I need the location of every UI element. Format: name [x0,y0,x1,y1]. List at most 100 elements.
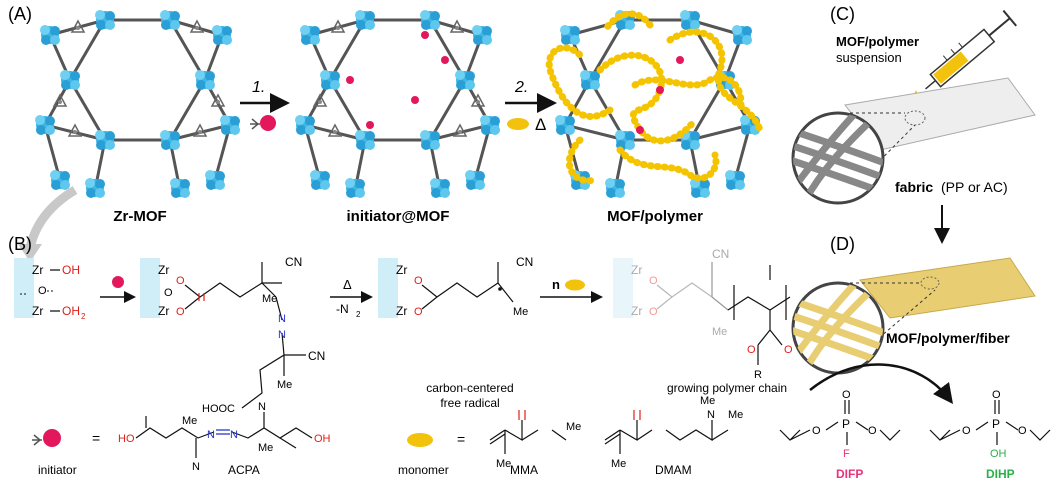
dmam-label: DMAM [655,463,692,477]
caption-initiator-mof: initiator@MOF [347,208,450,225]
hydrolysis-arrow [809,363,954,404]
monomer-small [565,279,585,291]
svg-text:O: O [649,275,658,287]
mof-polymer-structure [545,10,764,198]
svg-text:Zr: Zr [158,304,169,318]
zr-mof-structure [35,10,240,198]
svg-text:Zr: Zr [631,304,642,318]
svg-text:O: O [1018,425,1027,437]
fiber-label: MOF/polymer/fiber [886,330,1010,346]
dihp-label: DIHP [986,467,1015,481]
initiator-legend: = HO Me N N N OH Me N initiator ACPA [32,401,331,477]
radical-structure [378,258,514,318]
svg-text:O: O [962,425,971,437]
svg-text:Me: Me [728,409,743,421]
growing-chain-structure [613,258,729,318]
svg-text:R: R [754,369,762,381]
mma-label: MMA [510,463,538,477]
svg-text:Me: Me [496,458,511,470]
svg-text:P: P [992,417,1000,431]
svg-text:OH: OH [62,304,80,318]
monomer-legend: = Me Me monomer MMA [398,410,581,477]
svg-text:N: N [278,313,286,325]
svg-text:Zr: Zr [32,263,43,277]
svg-text:Me: Me [611,458,626,470]
monomer-icon [507,118,529,130]
panel-label-a: (A) [8,4,32,24]
svg-text:O: O [649,306,658,318]
step-1-label: 1. [252,79,265,96]
svg-text:N: N [278,329,286,341]
svg-text:CN: CN [516,255,533,269]
mof-polymer-suspension-bold: MOF/polymer [836,34,919,49]
svg-text:O: O [38,285,47,297]
initiator-icon [250,115,276,131]
zoom-arrow [25,186,78,250]
growing-chain-labels: Zr Zr O O CN Me n O O R [631,247,798,381]
svg-text:OH: OH [62,263,80,277]
svg-text:O: O [164,287,173,299]
svg-text:CN: CN [285,255,302,269]
dmam-structure: N Me Me Me DMAM [604,395,743,477]
step-2-label: 2. [514,79,528,96]
svg-text:O: O [992,389,1001,401]
difp-structure [779,400,901,445]
acpa-label: ACPA [228,463,260,477]
fiber-sheet [837,257,1036,374]
svg-text:Zr: Zr [396,304,407,318]
svg-text:Zr: Zr [631,263,642,277]
svg-text:F: F [843,448,850,460]
monomer-legend-label: monomer [398,463,449,477]
radical-labels: Zr Zr O O CN Me [396,255,533,318]
svg-text:2: 2 [81,312,86,321]
heat-symbol-b: Δ [343,277,352,292]
svg-text:Me: Me [182,415,197,427]
radical-caption-line1: carbon-centered [426,381,513,395]
svg-text:O: O [812,425,821,437]
caption-zr-mof: Zr-MOF [113,208,166,225]
svg-text:Me: Me [258,442,273,454]
svg-text:HOOC: HOOC [202,403,235,415]
panel-label-c: (C) [830,4,855,24]
svg-text:O: O [747,344,756,356]
svg-text:Me: Me [262,293,277,305]
svg-text:O: O [176,275,185,287]
svg-text:O: O [784,344,793,356]
heat-symbol-a: Δ [535,115,546,134]
svg-text:O: O [176,306,185,318]
svg-text:Me: Me [700,395,715,407]
svg-text:O: O [868,425,877,437]
svg-text:N: N [192,461,200,473]
svg-text:N: N [258,401,266,413]
svg-text:O: O [414,275,423,287]
initiator-small [112,276,124,288]
growing-chain-caption: growing polymer chain [667,381,787,395]
svg-text:N: N [707,409,715,421]
zr-cluster-1: Zr Zr O OH OH 2 [14,258,86,321]
svg-text:Me: Me [712,326,727,338]
svg-text:Me: Me [513,306,528,318]
svg-text:CN: CN [712,247,729,261]
panel-label-b: (B) [8,234,32,254]
minus-n2: -N [336,302,349,316]
svg-text:O: O [414,306,423,318]
radical-caption-line2: free radical [440,396,499,410]
svg-text:OH: OH [314,433,331,445]
svg-text:Zr: Zr [158,263,169,277]
svg-text:Me: Me [277,379,292,391]
svg-text:=: = [92,430,100,446]
svg-text:Me: Me [566,421,581,433]
svg-text:OH: OH [990,448,1007,460]
anchored-initiator-labels: Zr Zr O O O CN Me N N HOOC CN Me [158,255,325,415]
svg-text:n: n [552,277,560,292]
suspension-label: suspension [836,50,902,65]
svg-text:=: = [457,431,465,447]
caption-mof-polymer: MOF/polymer [607,208,703,225]
anchored-initiator [140,258,306,409]
svg-text:Zr: Zr [32,304,43,318]
fabric-label: fabric (PP or AC) [895,179,1008,195]
svg-text:CN: CN [308,349,325,363]
svg-text:N: N [230,429,238,441]
dihp-structure [929,400,1051,445]
